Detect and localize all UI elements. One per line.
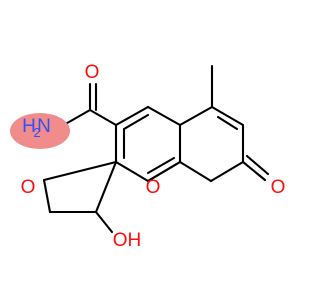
ring-b-4 bbox=[209, 160, 245, 183]
furan-o-ch2 bbox=[42, 178, 52, 214]
carbonyl-oxygen-label: O bbox=[271, 177, 286, 198]
choh-oh bbox=[94, 210, 114, 234]
ring-b-o bbox=[146, 160, 182, 183]
ring-a-inner-1 bbox=[122, 113, 150, 131]
ring-a-5 bbox=[114, 160, 150, 183]
molecule-structure: O N H 2 O O O OH bbox=[10, 62, 286, 251]
hydroxyl-label: OH bbox=[113, 230, 142, 251]
amine-highlight bbox=[10, 113, 70, 149]
carbonyl-double-1 bbox=[241, 160, 267, 182]
ring-oxygen-label: O bbox=[146, 177, 161, 198]
furan-oxygen-label: O bbox=[21, 177, 36, 198]
amide-oxygen-label: O bbox=[85, 62, 100, 83]
ring-b-5 bbox=[178, 160, 213, 183]
furan-choh-ring bbox=[94, 160, 118, 214]
ring-a-1 bbox=[114, 105, 150, 127]
amine-h-label: H bbox=[22, 116, 36, 137]
ring-a-2 bbox=[146, 105, 182, 127]
amine-subscript: 2 bbox=[33, 125, 40, 140]
ring-b-double bbox=[216, 115, 239, 131]
bond-lines bbox=[42, 64, 270, 234]
ring-b-2 bbox=[210, 105, 245, 127]
ring-b-1 bbox=[178, 105, 214, 127]
ring-a-inner-2 bbox=[146, 156, 176, 175]
amine-n-label: N bbox=[37, 116, 51, 137]
carbonyl-double-2 bbox=[245, 154, 270, 176]
carboxamide-c-ring bbox=[88, 108, 118, 127]
furan-c-o bbox=[42, 160, 118, 182]
